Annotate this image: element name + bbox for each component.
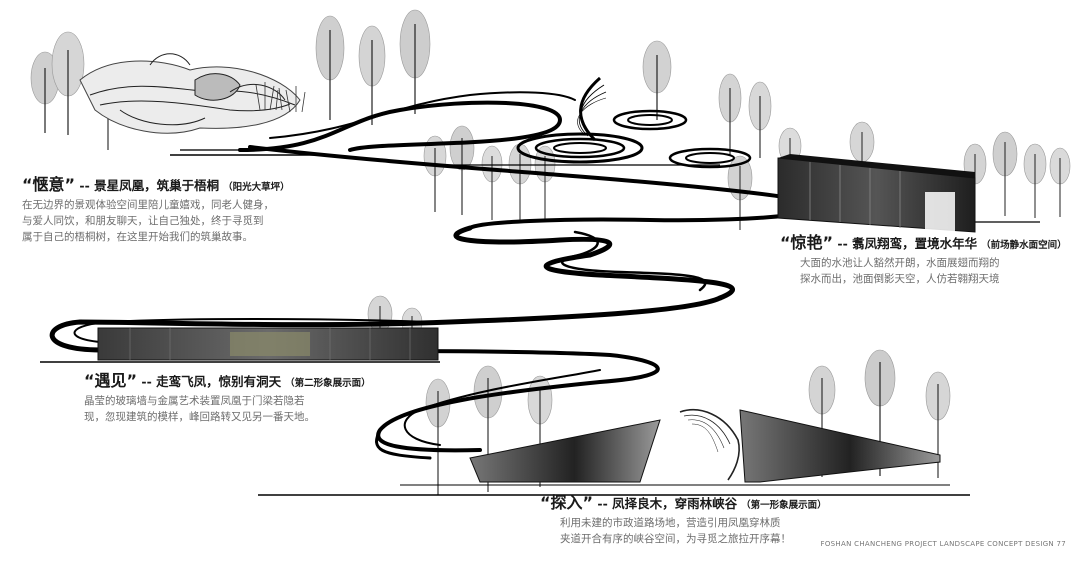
caption-line: 现，忽现建筑的模样，峰回路转又见另一番天地。 — [84, 411, 315, 423]
caption-line: 在无边界的景观体验空间里陪儿童嬉戏，同老人健身， — [22, 199, 274, 211]
caption-title: “探入” -- 凤择良木，穿雨林峡谷（第一形象展示面） — [540, 494, 827, 515]
section-area: （第一形象展示面） — [741, 500, 827, 511]
glass-wall-building — [97, 327, 439, 361]
section-area: （前场静水面空间） — [981, 240, 1067, 251]
tree-icon — [425, 378, 451, 495]
section-name: “遇见” — [84, 371, 138, 390]
caption-line: 晶莹的玻璃墙与金属艺术装置凤凰于门梁若隐若 — [84, 395, 305, 407]
grass-tufts — [255, 82, 306, 113]
caption-line: 夹道开合有序的峡谷空间，为寻觅之旅拉开序幕！ — [560, 533, 791, 545]
tree-icon — [1049, 147, 1071, 217]
caption-body: 在无边界的景观体验空间里陪儿童嬉戏，同老人健身， 与爱人同饮，和朋友聊天，让自己… — [22, 197, 290, 245]
tree-icon — [808, 365, 836, 477]
section-subtitle: -- 翥凤翔鸾，置境水年华 — [833, 236, 978, 251]
section-subtitle: -- 凤择良木，穿雨林峡谷 — [593, 496, 738, 511]
phoenix-sculpture-lower — [679, 409, 740, 481]
tree-icon — [718, 73, 742, 155]
tree-icon — [423, 135, 447, 212]
tree-icon — [1023, 143, 1047, 218]
caption-line: 大面的水池让人豁然开朗，水面展翅而翔的 — [800, 257, 1000, 269]
caption-yiyi: “惬意” -- 景星凤凰，筑巢于梧桐（阳光大草坪） 在无边界的景观体验空间里陪儿… — [22, 176, 290, 245]
section-area: （阳光大草坪） — [223, 182, 290, 193]
section-area: （第二形象展示面） — [285, 378, 371, 389]
tree-icon — [358, 25, 386, 125]
caption-line: 与爱人同饮，和朋友聊天，让自己独处，终于寻觅到 — [22, 215, 264, 227]
playground-sculpture — [79, 53, 301, 151]
tree-icon — [481, 145, 503, 220]
tree-icon — [399, 9, 431, 114]
tree-icon — [748, 81, 772, 158]
water-ripples — [516, 109, 752, 169]
caption-title: “遇见” -- 走鸾飞凤，惊别有洞天（第二形象展示面） — [84, 372, 371, 393]
section-name: “惬意” — [22, 175, 76, 194]
caption-body: 晶莹的玻璃墙与金属艺术装置凤凰于门梁若隐若 现，忽现建筑的模样，峰回路转又见另一… — [84, 393, 371, 425]
section-name: “探入” — [540, 493, 594, 512]
caption-yujian: “遇见” -- 走鸾飞凤，惊别有洞天（第二形象展示面） 晶莹的玻璃墙与金属艺术装… — [84, 372, 371, 425]
caption-body: 利用未建的市政道路场地，营造引用凤凰穿林质 夹道开合有序的峡谷空间，为寻觅之旅拉… — [560, 515, 827, 547]
trees-layer — [30, 9, 1071, 495]
tree-icon — [449, 125, 475, 215]
tree-icon — [315, 15, 345, 120]
caption-line: 属于自己的梧桐树，在这里开始我们的筑巢故事。 — [22, 231, 253, 243]
caption-title: “惊艳” -- 翥凤翔鸾，置境水年华（前场静水面空间） — [780, 234, 1067, 255]
caption-line: 利用未建的市政道路场地，营造引用凤凰穿林质 — [560, 517, 781, 529]
caption-tanru: “探入” -- 凤择良木，穿雨林峡谷（第一形象展示面） 利用未建的市政道路场地，… — [540, 494, 827, 547]
tree-icon — [51, 31, 85, 135]
caption-title: “惬意” -- 景星凤凰，筑巢于梧桐（阳光大草坪） — [22, 176, 290, 197]
phoenix-sculpture-upper — [577, 76, 607, 142]
section-subtitle: -- 走鸾飞凤，惊别有洞天 — [137, 374, 282, 389]
section-subtitle: -- 景星凤凰，筑巢于梧桐 — [75, 178, 220, 193]
caption-line: 探水而出，池面倒影天空，人仿若翱翔天境 — [800, 273, 1000, 285]
caption-body: 大面的水池让人豁然开朗，水面展翅而翔的 探水而出，池面倒影天空，人仿若翱翔天境 — [800, 255, 1067, 287]
ground-lines — [40, 154, 1040, 496]
tree-icon — [642, 40, 672, 120]
page-footer: FOSHAN CHANCHENG PROJECT LANDSCAPE CONCE… — [820, 540, 1066, 548]
canyon-wedges — [469, 409, 941, 483]
dark-pavilion — [777, 154, 976, 233]
caption-jingyan: “惊艳” -- 翥凤翔鸾，置境水年华（前场静水面空间） 大面的水池让人豁然开朗，… — [780, 234, 1067, 287]
section-name: “惊艳” — [780, 233, 834, 252]
tree-icon — [992, 131, 1018, 216]
